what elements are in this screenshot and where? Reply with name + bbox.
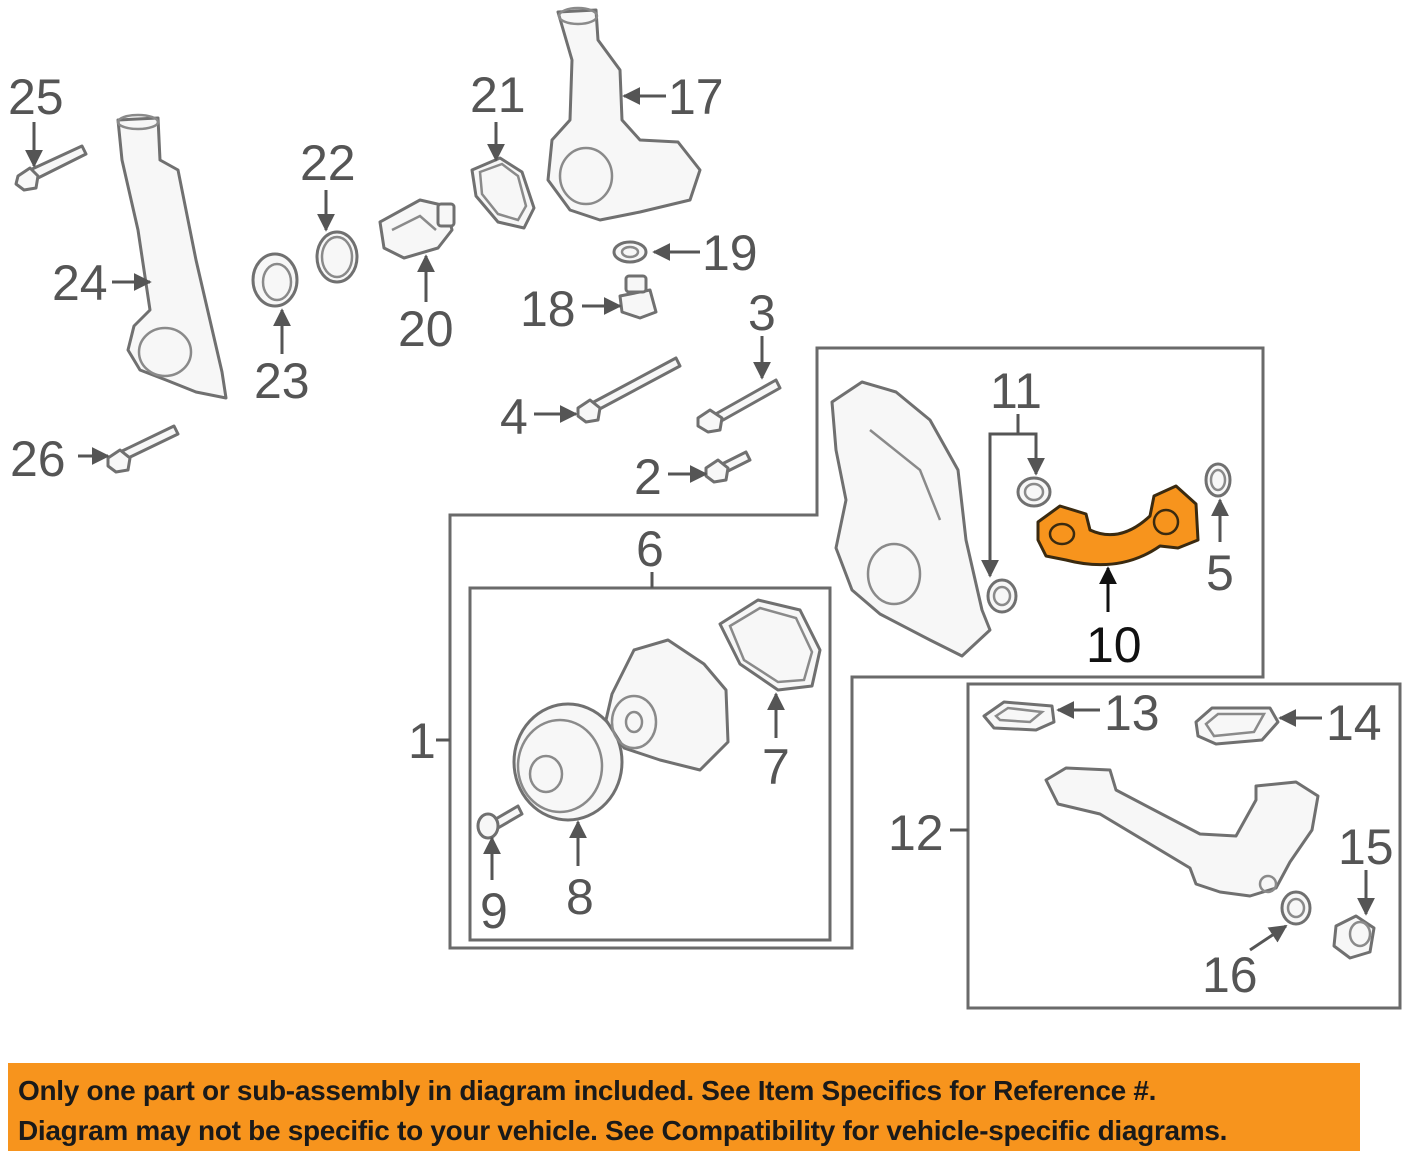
part-4-bolt: [576, 356, 682, 424]
callout-9: 9: [480, 883, 508, 939]
callout-23: 23: [254, 353, 310, 409]
part-9-bolt: [476, 804, 524, 840]
part-11-seal-lower: [986, 578, 1018, 614]
callout-18: 18: [520, 281, 576, 337]
callout-3: 3: [748, 285, 776, 341]
callout-17: 17: [668, 69, 724, 125]
callout-8: 8: [566, 869, 594, 925]
part-2-bolt: [704, 450, 752, 484]
callout-20: 20: [398, 301, 454, 357]
callout-1: 1: [408, 713, 436, 769]
part-22-o-ring: [315, 230, 359, 284]
part-23-seal: [251, 252, 299, 308]
callout-5: 5: [1206, 545, 1234, 601]
callout-24: 24: [52, 255, 108, 311]
callout-22: 22: [300, 135, 356, 191]
callout-25: 25: [8, 69, 64, 125]
callout-6: 6: [636, 521, 664, 577]
part-20-thermostat: [378, 198, 456, 260]
leader-lines: [25, 87, 1375, 952]
callout-10-highlighted: 10: [1086, 617, 1142, 673]
callout-21: 21: [470, 67, 526, 123]
part-10-water-pipe-highlighted: [1036, 484, 1200, 567]
part-13-gasket: [982, 700, 1056, 732]
part-8-pulley: [512, 702, 624, 822]
callout-16: 16: [1202, 947, 1258, 1003]
part-14-gasket: [1194, 706, 1280, 746]
part-12-bracket: [1044, 766, 1320, 898]
part-front-cover: [830, 380, 992, 658]
part-19-washer: [612, 240, 648, 264]
callout-12: 12: [888, 805, 944, 861]
part-water-pump: [604, 638, 730, 772]
disclaimer-line-2: Diagram may not be specific to your vehi…: [18, 1115, 1228, 1146]
part-11-seal-upper: [1016, 476, 1052, 508]
part-18-plug: [618, 274, 658, 320]
callout-26: 26: [10, 431, 66, 487]
callout-14: 14: [1326, 695, 1382, 751]
part-25-bolt: [14, 144, 88, 192]
part-7-gasket: [718, 598, 822, 692]
callout-11: 11: [990, 363, 1042, 419]
disclaimer-line-1: Only one part or sub-assembly in diagram…: [18, 1075, 1157, 1106]
callout-19: 19: [702, 225, 758, 281]
part-16-washer: [1280, 890, 1312, 926]
part-21-gasket: [470, 156, 536, 230]
part-3-bolt: [696, 378, 782, 434]
part-26-bolt: [106, 424, 180, 474]
callout-7: 7: [762, 739, 790, 795]
group-box-1: [448, 346, 1265, 950]
footer-disclaimer-banner: Only one part or sub-assembly in diagram…: [8, 1063, 1360, 1151]
callout-15: 15: [1338, 819, 1394, 875]
part-24-coolant-pipe: [116, 113, 228, 400]
group-box-12: [966, 682, 1402, 1010]
callout-numbers: 25 24 26 23 22 20 21 17 19 18 3 4 2 11 5…: [8, 67, 1394, 1003]
callout-2: 2: [634, 449, 662, 505]
part-17-thermostat-housing: [546, 6, 702, 222]
callout-4: 4: [500, 389, 528, 445]
part-15-plug: [1332, 914, 1376, 960]
part-5-o-ring: [1204, 462, 1232, 498]
callout-13: 13: [1104, 685, 1160, 741]
group-box-6: [468, 586, 832, 942]
